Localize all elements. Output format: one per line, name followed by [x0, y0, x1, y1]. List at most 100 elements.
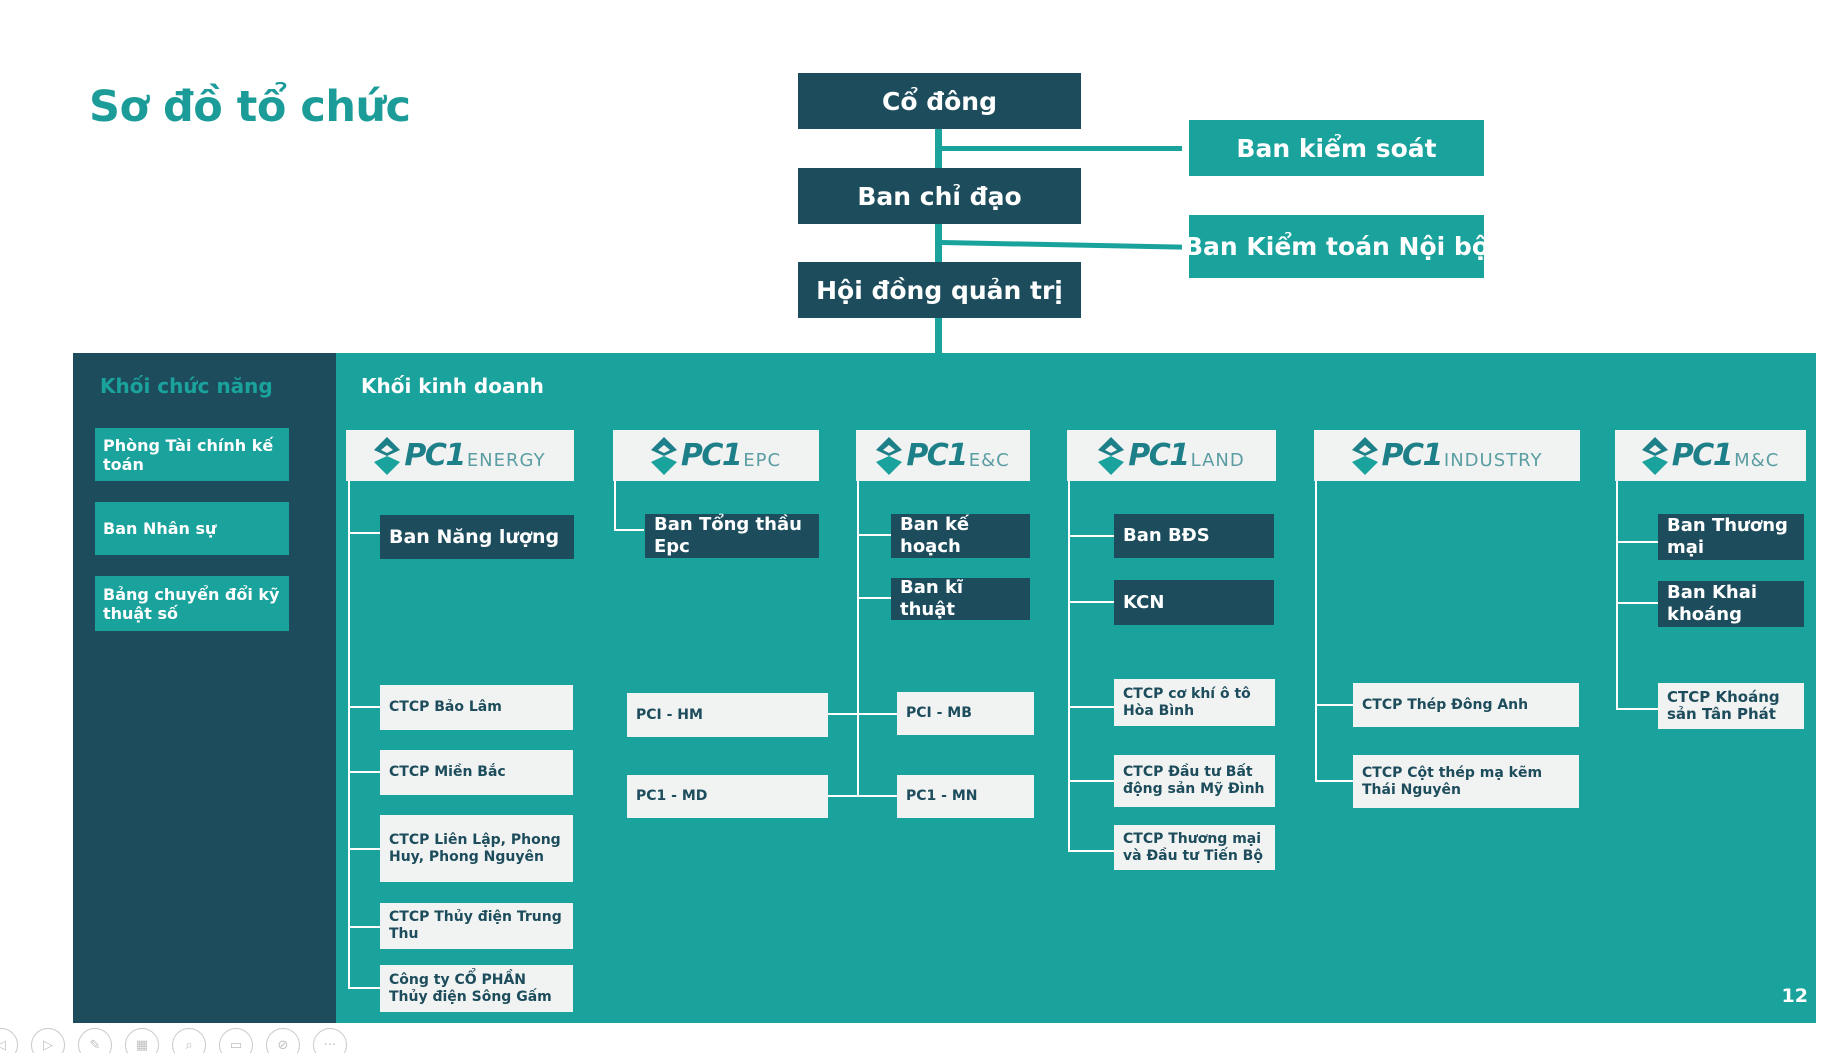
zoom-icon[interactable]: ⌕ [172, 1028, 206, 1053]
company-cot-thep-thai-nguyen: CTCP Cột thép mạ kẽm Thái Nguyên [1353, 755, 1579, 808]
dept-tong-thau-epc: Ban Tổng thầu Epc [645, 514, 819, 558]
pc1-diamond-icon [374, 436, 401, 475]
company-thep-dong-anh: CTCP Thép Đông Anh [1353, 683, 1579, 727]
company-lien-lap: CTCP Liên Lập, Phong Huy, Phong Nguyên [380, 815, 573, 882]
logo-brand: PC1 [1671, 438, 1734, 473]
company-bds-my-dinh: CTCP Đầu tư Bất động sản Mỹ Đình [1114, 755, 1275, 807]
ban-chi-dao-box: Ban chỉ đạo [798, 168, 1081, 224]
logo-brand: PC1 [1128, 438, 1190, 473]
company-song-gam: Công ty CỔ PHẦN Thủy điện Sông Gấm [380, 965, 573, 1012]
tree-line [348, 771, 380, 773]
tree-line [1616, 541, 1658, 543]
co-dong-label: Cổ đông [882, 86, 997, 116]
tree-line [614, 529, 644, 531]
logo-suffix: INDUSTRY [1443, 450, 1543, 471]
tree-line [1315, 780, 1353, 782]
tree-line [827, 795, 897, 797]
ban-kiem-toan-box: Ban Kiểm toán Nội bộ [1184, 215, 1489, 278]
dept-ban-nang-luong: Ban Năng lượng [380, 515, 574, 559]
tree-line [1068, 850, 1114, 852]
tree-line [348, 706, 380, 708]
dept-ban-khai-khoang: Ban Khai khoáng [1658, 581, 1804, 627]
logo-suffix: M&C [1734, 450, 1780, 471]
tree-line [1068, 480, 1070, 852]
ban-chi-dao-label: Ban chỉ đạo [857, 181, 1022, 211]
company-trung-thu: CTCP Thủy điện Trung Thu [380, 903, 573, 949]
tree-line [348, 532, 380, 534]
page-title: Sơ đồ tổ chức [89, 82, 411, 132]
hdqt-box: Hội đồng quản trị [798, 262, 1081, 318]
tree-line [1315, 480, 1317, 782]
dept-ban-ki-thuat: Ban kĩ thuật [891, 577, 1030, 620]
company-pc1-mn: PC1 - MN [897, 775, 1034, 818]
logo-suffix: LAND [1190, 450, 1245, 471]
func-item-hr: Ban Nhân sự [95, 502, 289, 555]
company-pci-hm: PCI - HM [627, 693, 828, 737]
logo-brand: PC1 [680, 438, 743, 473]
hdqt-label: Hội đồng quản trị [816, 275, 1063, 305]
company-pc1-md: PC1 - MD [627, 775, 828, 818]
connector [941, 240, 1183, 250]
tree-line [348, 987, 380, 989]
play-icon[interactable]: ▷ [31, 1028, 65, 1053]
tree-line [1616, 480, 1618, 710]
logo-pc1-energy: PC1 ENERGY [346, 430, 574, 481]
company-tien-bo: CTCP Thương mại và Đầu tư Tiến Bộ [1114, 825, 1275, 870]
company-tan-phat: CTCP Khoáng sản Tân Phát [1658, 683, 1804, 729]
logo-brand: PC1 [1381, 438, 1444, 473]
tree-line [857, 534, 891, 536]
tree-line [1068, 780, 1114, 782]
more-icon[interactable]: ··· [313, 1028, 347, 1053]
connector [935, 128, 942, 353]
functional-block-label: Khối chức năng [100, 374, 273, 398]
tree-line [857, 480, 859, 796]
tree-line [857, 597, 891, 599]
func-item-digital: Bảng chuyển đổi kỹ thuật số [95, 576, 289, 631]
logo-brand: PC1 [404, 438, 466, 473]
dept-ban-thuong-mai: Ban Thương mại [1658, 514, 1804, 560]
tree-line [1616, 708, 1658, 710]
logo-pc1-epc: PC1 EPC [613, 430, 819, 481]
tree-line [1068, 601, 1114, 603]
connector [942, 146, 1182, 151]
logo-pc1-mc: PC1 M&C [1615, 430, 1806, 481]
pen-icon[interactable]: ✎ [78, 1028, 112, 1053]
pc1-diamond-icon [1098, 436, 1125, 475]
camera-off-icon[interactable]: ⊘ [266, 1028, 300, 1053]
logo-brand: PC1 [906, 438, 968, 473]
logo-suffix: EPC [743, 450, 782, 471]
pc1-diamond-icon [876, 436, 903, 475]
ban-kiem-toan-label: Ban Kiểm toán Nội bộ [1183, 232, 1490, 261]
company-co-khi-hoa-binh: CTCP cơ khí ô tô Hòa Bình [1114, 679, 1275, 726]
logo-pc1-enc: PC1 E&C [856, 430, 1030, 481]
ban-kiem-soat-label: Ban kiểm soát [1236, 133, 1437, 163]
logo-suffix: ENERGY [466, 450, 546, 471]
tree-line [827, 713, 897, 715]
tree-line [348, 848, 380, 850]
slides-icon[interactable]: ▦ [125, 1028, 159, 1053]
tree-line [1315, 704, 1353, 706]
ban-kiem-soat-box: Ban kiểm soát [1189, 120, 1484, 176]
company-bao-lam: CTCP Bảo Lâm [380, 685, 573, 730]
prev-icon[interactable]: ◁ [0, 1028, 18, 1053]
logo-pc1-industry: PC1 INDUSTRY [1314, 430, 1580, 481]
business-block-label: Khối kinh doanh [361, 374, 544, 398]
company-mien-bac: CTCP Miền Bắc [380, 750, 573, 795]
pc1-diamond-icon [1351, 436, 1378, 475]
logo-pc1-land: PC1 LAND [1067, 430, 1276, 481]
page-number: 12 [1781, 985, 1808, 1007]
pc1-diamond-icon [1641, 436, 1668, 475]
dept-kcn: KCN [1114, 580, 1274, 625]
tree-line [348, 926, 380, 928]
company-pci-mb: PCI - MB [897, 692, 1034, 735]
subtitle-icon[interactable]: ▭ [219, 1028, 253, 1053]
dept-ban-ke-hoach: Ban kế hoạch [891, 514, 1030, 558]
co-dong-box: Cổ đông [798, 73, 1081, 129]
dept-ban-bds: Ban BĐS [1114, 514, 1274, 558]
pc1-diamond-icon [650, 436, 677, 475]
tree-line [1068, 706, 1114, 708]
func-item-finance: Phòng Tài chính kế toán [95, 428, 289, 481]
logo-suffix: E&C [968, 450, 1010, 471]
tree-line [1068, 535, 1114, 537]
tree-line [1616, 602, 1658, 604]
